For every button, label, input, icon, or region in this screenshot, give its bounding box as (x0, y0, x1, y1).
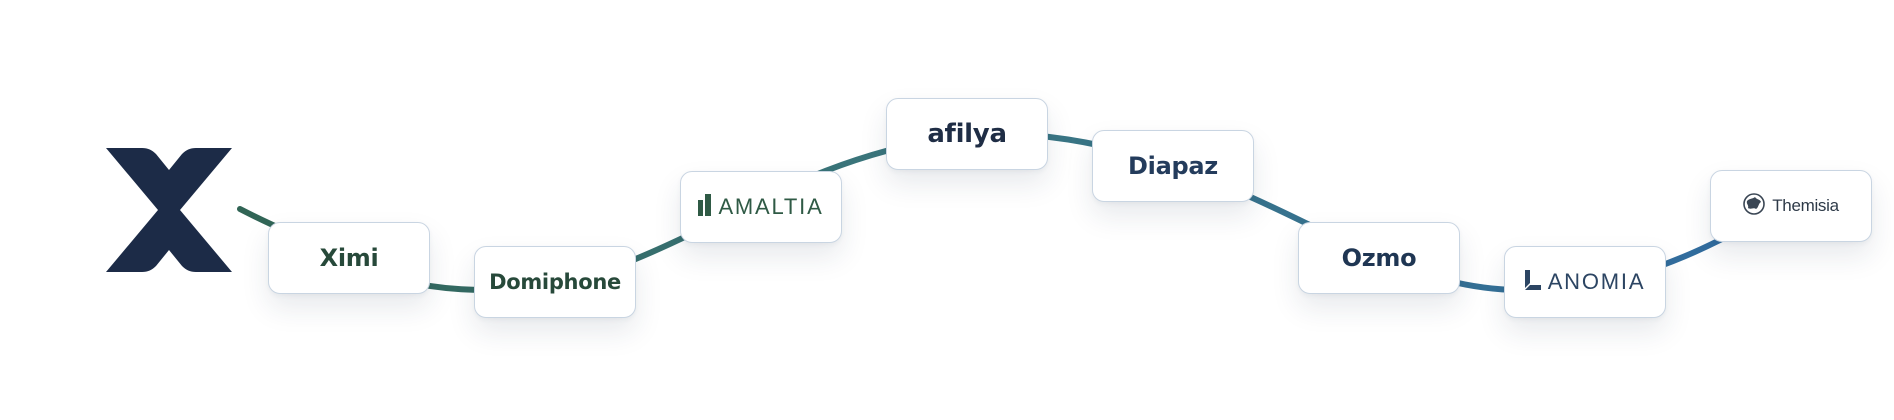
partner-label: ANOMIA (1547, 269, 1646, 294)
partner-label: Themisia (1772, 196, 1839, 215)
themisia-globe-icon (1743, 193, 1766, 219)
partner-label: afilya (927, 119, 1007, 149)
partner-card-afilya[interactable]: afilya (886, 98, 1048, 170)
partner-card-anomia[interactable]: ANOMIA (1504, 246, 1666, 318)
partner-label: Ximi (319, 244, 379, 272)
partner-card-themisia[interactable]: Themisia (1710, 170, 1872, 242)
amaltia-mark-icon (698, 194, 712, 220)
partner-label: Ozmo (1341, 244, 1417, 272)
anomia-mark-icon (1524, 270, 1541, 294)
partner-card-amaltia[interactable]: AMALTIA (680, 171, 842, 243)
partner-label: AMALTIA (718, 194, 824, 219)
partner-label: Domiphone (489, 270, 621, 294)
partner-card-domiphone[interactable]: Domiphone (474, 246, 636, 318)
partner-card-ximi[interactable]: Ximi (268, 222, 430, 294)
partner-card-diapaz[interactable]: Diapaz (1092, 130, 1254, 202)
partner-label: Diapaz (1128, 152, 1218, 180)
x-logo-icon (104, 147, 234, 273)
partner-card-ozmo[interactable]: Ozmo (1298, 222, 1460, 294)
